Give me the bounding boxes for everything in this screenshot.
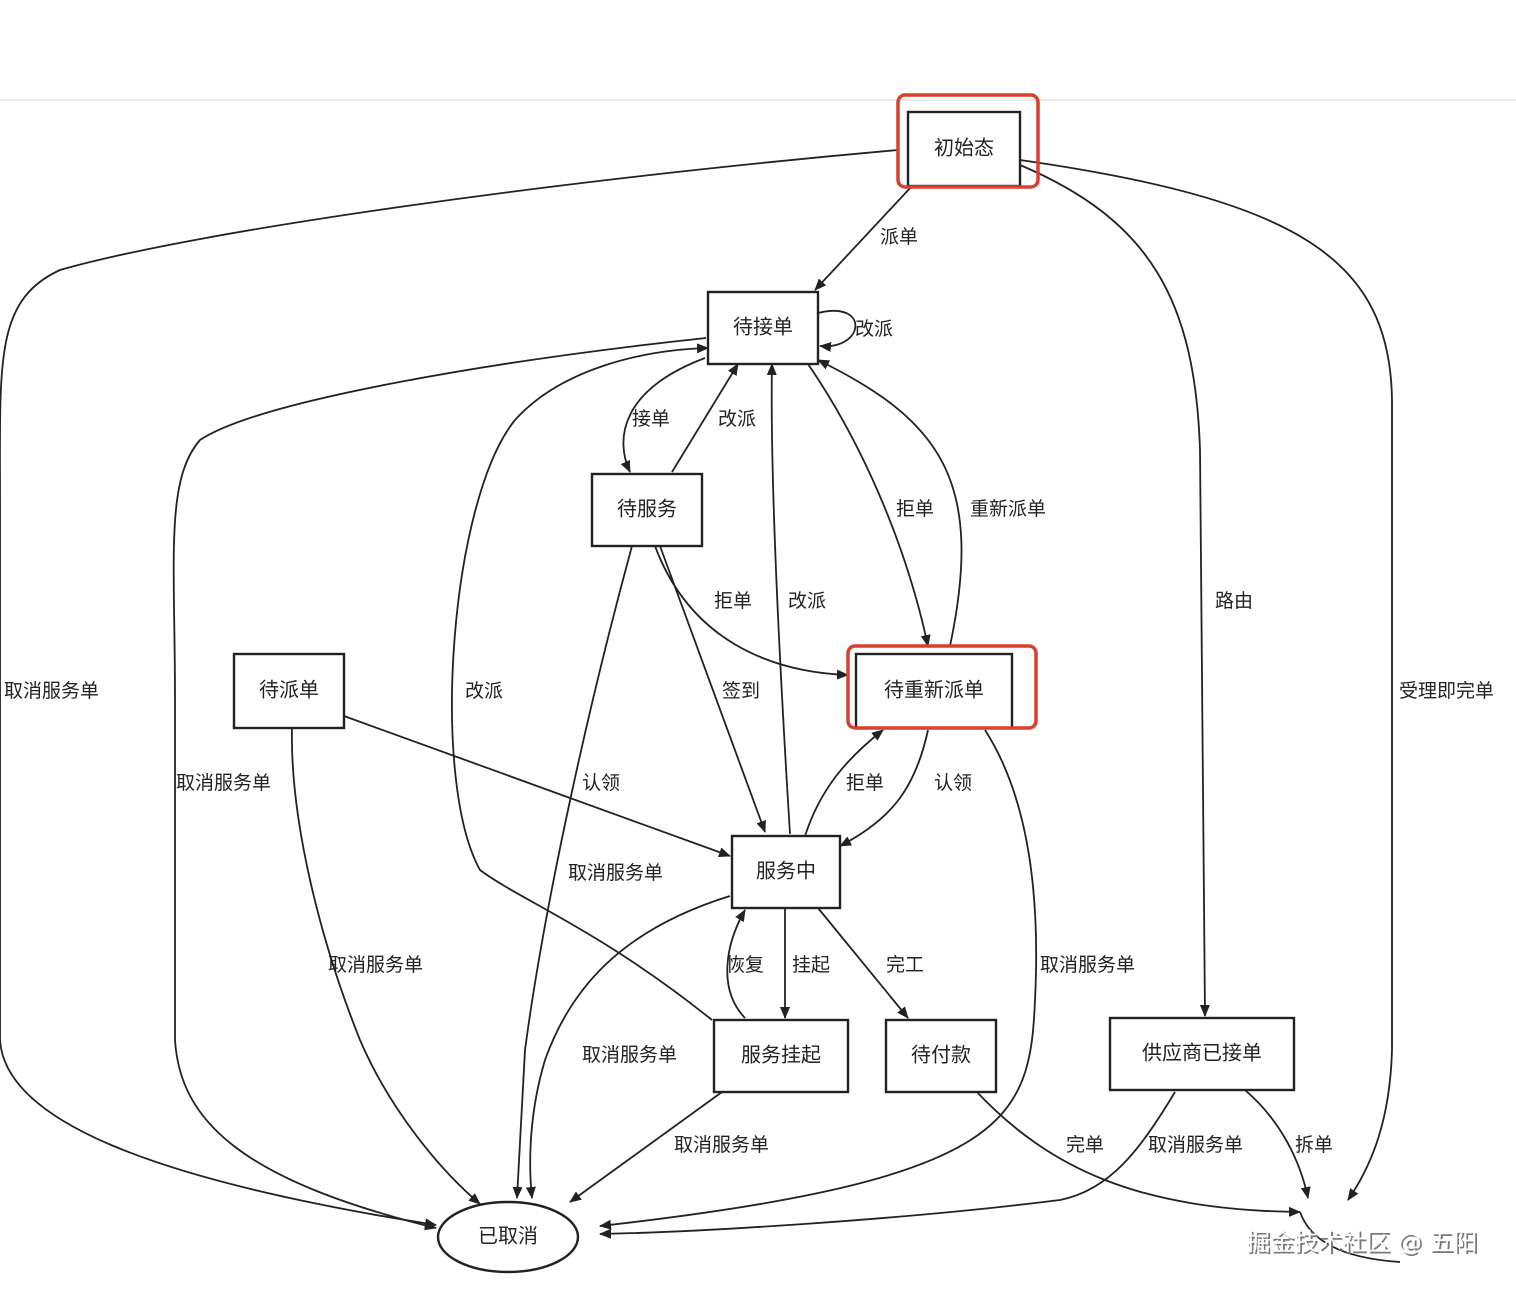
- edge-reject-from-service: [654, 545, 849, 680]
- nodes: 初始态 待接单 待服务 待派单 待重新派单 服务中 服务挂起 待付款: [232, 110, 1296, 1274]
- edge-accept: [620, 357, 706, 473]
- node-supplier-accepted-label: 供应商已接单: [1142, 1041, 1262, 1065]
- label-cancel-from-accept: 取消服务单: [176, 772, 271, 794]
- watermark: 掘金技术社区 @ 五阳: [1246, 1228, 1477, 1256]
- node-cancelled-label: 已取消: [478, 1224, 538, 1248]
- label-reassign-from-service: 改派: [718, 408, 756, 430]
- label-claim-from-redispatch: 认领: [934, 772, 972, 794]
- edge-claim-from-dispatch: [343, 715, 731, 857]
- edge-cancel-from-service: [512, 545, 633, 1199]
- highlight-initial: [896, 93, 1040, 189]
- edge-reassign-self: [817, 310, 857, 352]
- node-pending-dispatch: 待派单: [232, 652, 346, 730]
- edge-dispatch: [814, 185, 913, 291]
- label-claim-from-dispatch: 认领: [582, 772, 620, 794]
- node-supplier-accepted: 供应商已接单: [1108, 1016, 1296, 1092]
- label-suspend: 挂起: [792, 954, 830, 976]
- node-cancelled: 已取消: [436, 1200, 580, 1274]
- edge-cancel-from-accept: [172, 337, 707, 1231]
- edge-reject-from-inservice: [804, 729, 884, 837]
- label-cancel-from-initial: 取消服务单: [4, 680, 99, 702]
- label-reassign-self: 改派: [855, 318, 893, 340]
- label-cancel-from-service: 取消服务单: [568, 862, 663, 884]
- node-in-service: 服务中: [730, 834, 842, 910]
- node-initial: 初始态: [906, 110, 1022, 188]
- edge-checkin: [659, 545, 766, 833]
- label-resume: 恢复: [726, 954, 764, 976]
- label-redispatch: 重新派单: [970, 498, 1046, 520]
- edge-cancel-from-inservice: [525, 895, 731, 1199]
- label-complete: 完单: [1066, 1134, 1104, 1156]
- sink-stub: [1299, 1211, 1401, 1263]
- edge-route: [1019, 164, 1210, 1017]
- label-reject-from-inservice: 拒单: [846, 772, 884, 794]
- edges: [0, 149, 1401, 1263]
- edge-claim-from-redispatch: [839, 729, 929, 847]
- edge-cancel-from-initial: [0, 149, 899, 1229]
- edge-redispatch: [817, 359, 963, 647]
- edge-reassign-from-service: [671, 363, 739, 473]
- label-accept: 接单: [632, 408, 670, 430]
- label-dispatch: 派单: [880, 226, 918, 248]
- label-checkin: 签到: [722, 680, 760, 702]
- node-pending-dispatch-label: 待派单: [259, 678, 319, 702]
- label-accept-complete: 受理即完单: [1399, 680, 1494, 702]
- label-route: 路由: [1215, 590, 1253, 612]
- highlight-pending-redispatch: [846, 644, 1038, 730]
- edge-finish-work: [817, 907, 909, 1019]
- label-cancel-from-supplier: 取消服务单: [1148, 1134, 1243, 1156]
- label-cancel-from-dispatch: 取消服务单: [328, 954, 423, 976]
- label-cancel-from-inservice: 取消服务单: [582, 1044, 677, 1066]
- label-reassign-from-inservice: 改派: [788, 590, 826, 612]
- label-finish-work: 完工: [886, 954, 924, 976]
- label-cancel-from-suspended: 取消服务单: [674, 1134, 769, 1156]
- node-pending-accept: 待接单: [706, 290, 820, 366]
- edge-complete: [974, 1089, 1301, 1217]
- node-pending-redispatch: 待重新派单: [854, 652, 1014, 730]
- edge-reject-from-accept: [807, 363, 931, 647]
- edge-cancel-from-redispatch: [599, 729, 1038, 1230]
- label-reassign-from-suspended: 改派: [465, 680, 503, 702]
- edge-cancel-from-supplier: [599, 1091, 1176, 1239]
- node-pending-service: 待服务: [590, 472, 704, 548]
- node-pending-service-label: 待服务: [617, 497, 677, 521]
- edge-reassign-from-suspended: [451, 343, 713, 1021]
- node-pending-accept-label: 待接单: [733, 315, 793, 339]
- node-service-suspended-label: 服务挂起: [741, 1043, 821, 1067]
- label-split: 拆单: [1295, 1134, 1333, 1156]
- node-in-service-label: 服务中: [756, 859, 816, 883]
- watermark-shadow: 掘金技术社区 @ 五阳: [1248, 1230, 1479, 1258]
- edge-resume: [726, 909, 746, 1019]
- node-pending-payment-label: 待付款: [911, 1043, 971, 1067]
- label-cancel-from-redispatch: 取消服务单: [1040, 954, 1135, 976]
- edge-split: [1244, 1089, 1311, 1199]
- edge-accept-complete: [1019, 159, 1393, 1201]
- label-reject-from-service: 拒单: [714, 590, 752, 612]
- edge-cancel-from-dispatch: [291, 727, 481, 1205]
- node-initial-label: 初始态: [934, 136, 994, 160]
- edge-labels: 派单 改派 接单 改派 拒单 重新派单 拒单 改派 改派 签到 认领 拒单 认领…: [4, 226, 1494, 1156]
- edge-reassign-from-inservice: [766, 363, 791, 835]
- node-pending-payment: 待付款: [884, 1018, 998, 1094]
- node-pending-redispatch-label: 待重新派单: [884, 678, 984, 702]
- node-service-suspended: 服务挂起: [712, 1018, 850, 1094]
- label-reject-from-accept: 拒单: [896, 498, 934, 520]
- edge-cancel-from-suspended: [569, 1091, 723, 1203]
